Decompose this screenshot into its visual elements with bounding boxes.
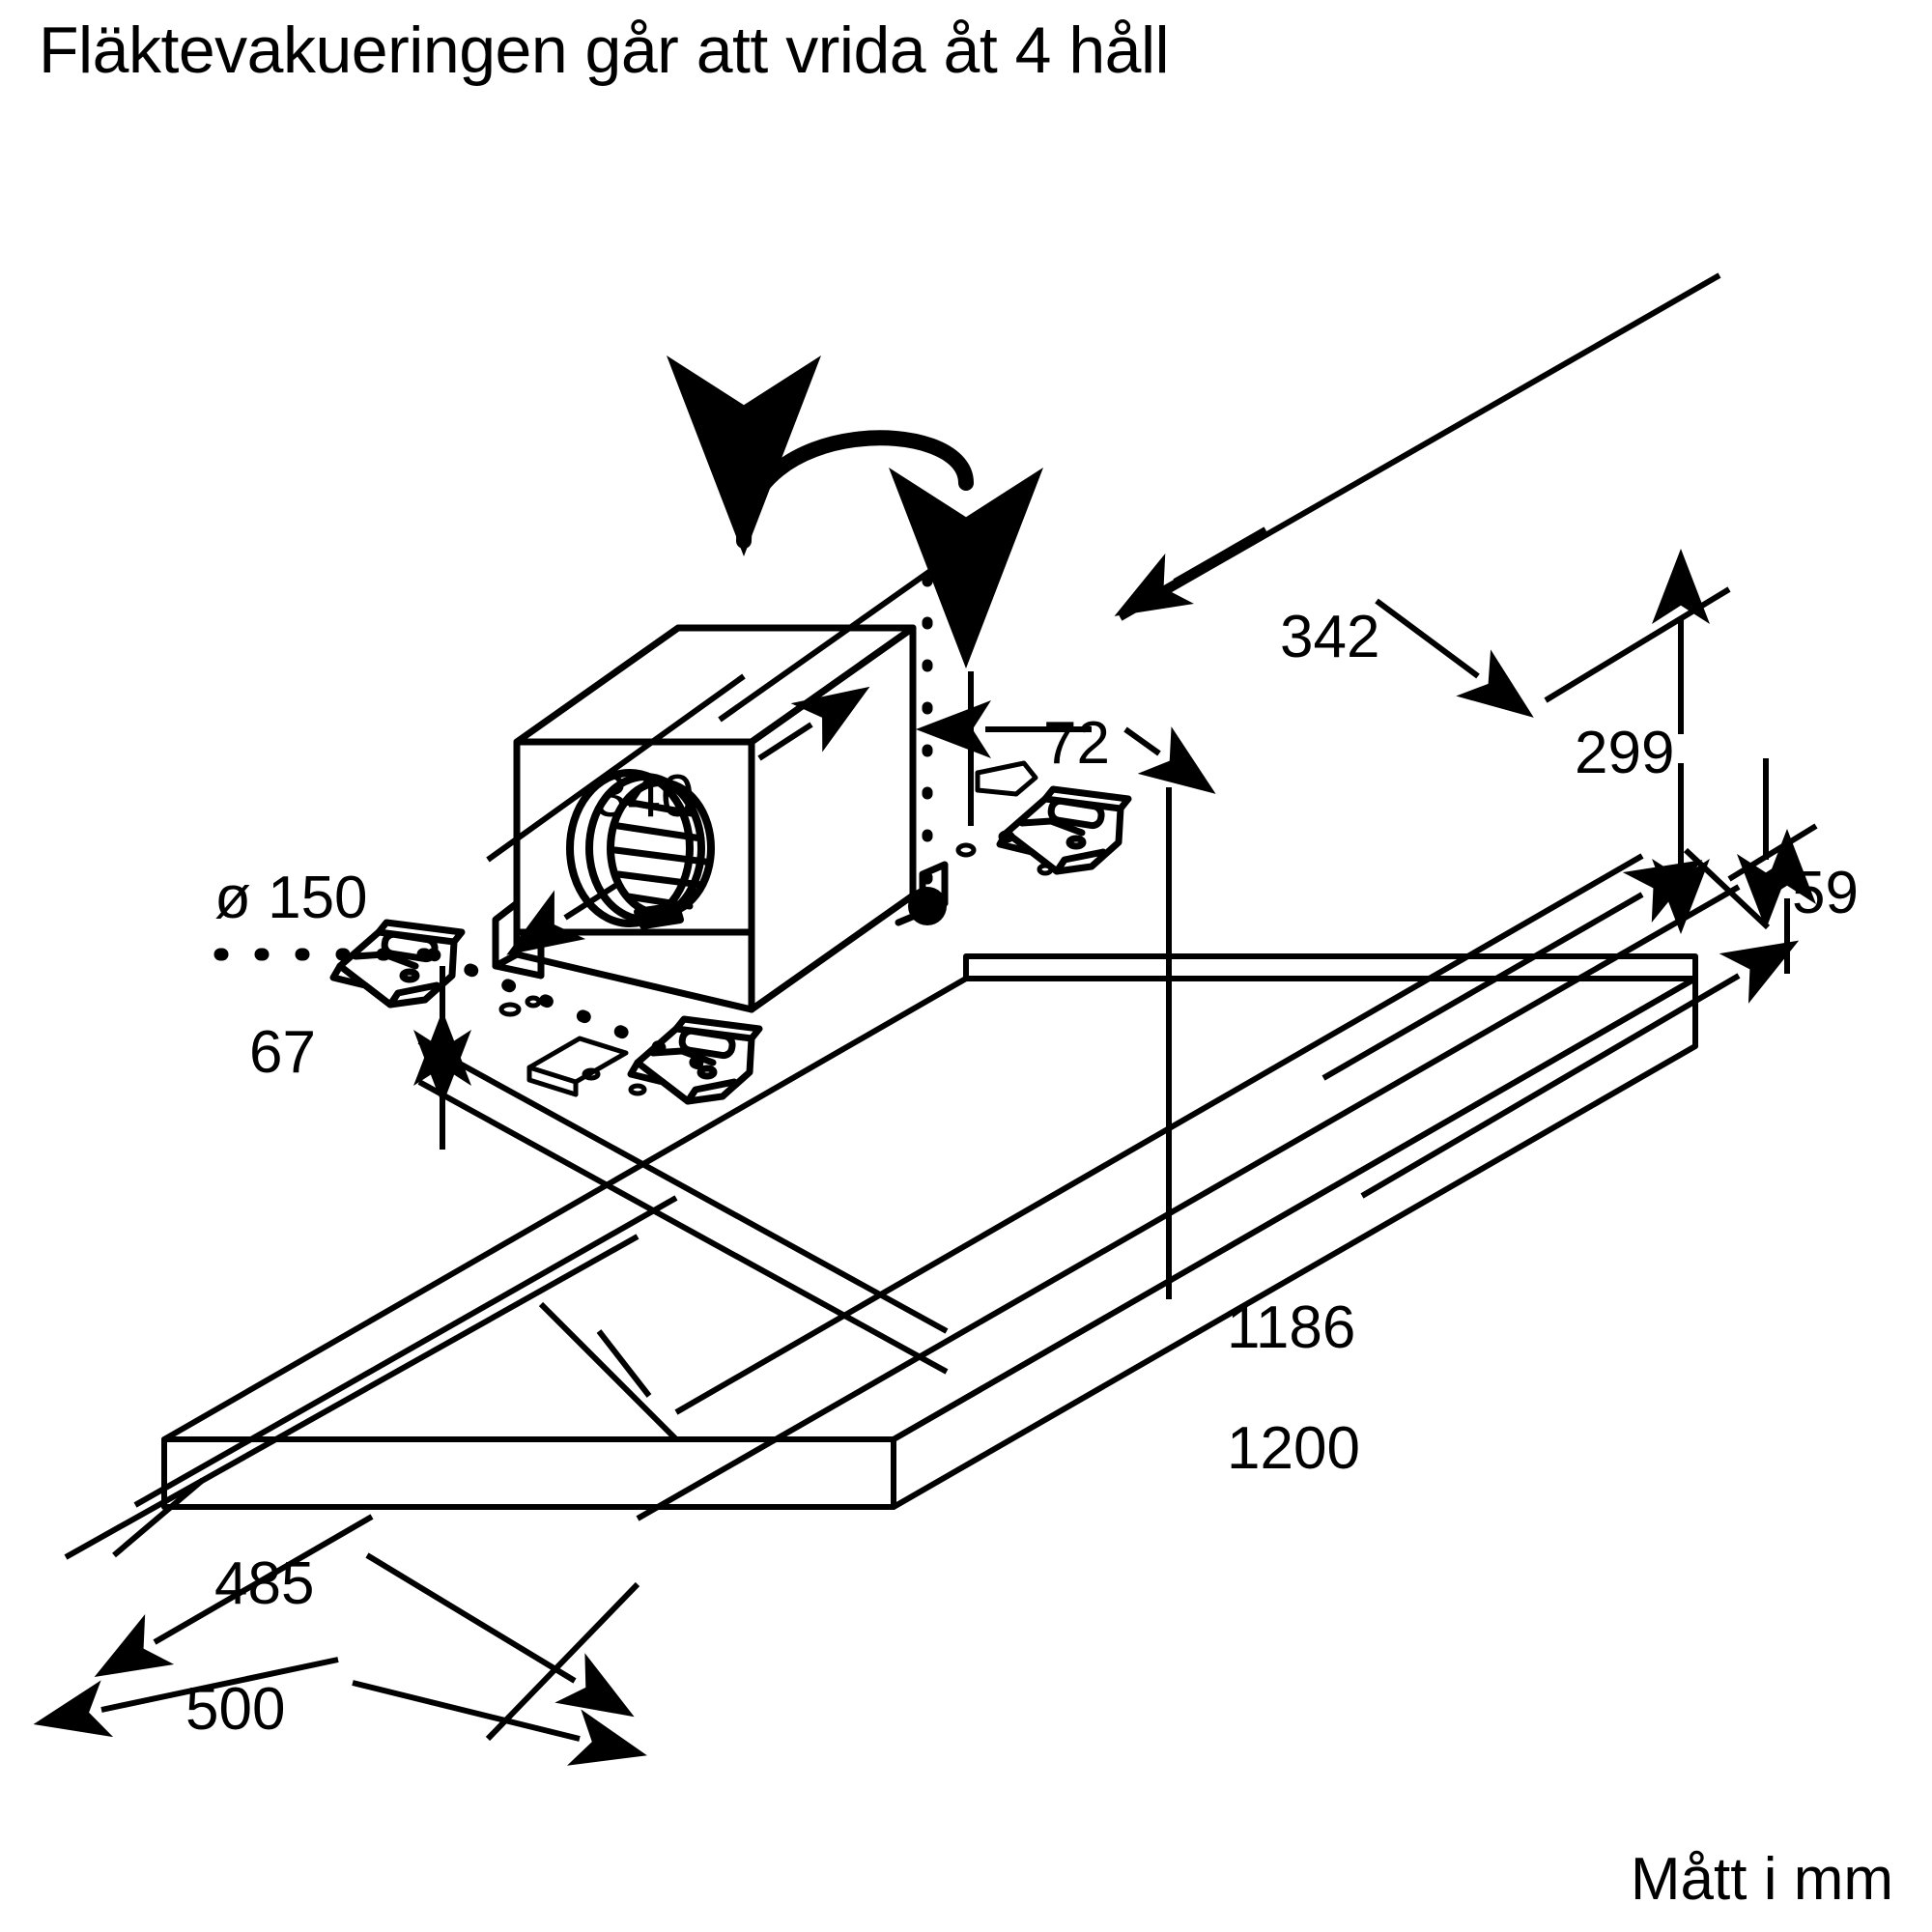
dim-59-ref-lower xyxy=(1729,952,1816,1005)
dim-label-1200: 1200 xyxy=(1227,1415,1360,1482)
duct-outlet-flange xyxy=(566,769,715,929)
dim-340-ext-lower xyxy=(486,673,746,863)
mounting-bracket-center xyxy=(627,1015,763,1105)
filter-panel-left-edge xyxy=(526,1065,579,1097)
hood-right-edge xyxy=(891,976,1698,1510)
dim-500-arrow-right xyxy=(352,1680,647,1766)
page-title: Fläktevakueringen går att vrida åt 4 hål… xyxy=(39,14,1170,87)
filter-panel-left xyxy=(526,1036,629,1085)
dim-340-arrow-upper xyxy=(757,686,870,761)
rotation-pivot-dot xyxy=(908,887,947,925)
dim-label-67: 67 xyxy=(249,1019,316,1086)
rotation-arrow-curve xyxy=(667,355,1043,668)
dim-1186-arrow-right xyxy=(1321,860,1703,1081)
dim-340-ext-upper xyxy=(718,543,968,723)
hood-body-group xyxy=(161,953,1698,1510)
mounting-hole-1 xyxy=(498,1002,522,1017)
rotation-axis-group xyxy=(908,574,947,925)
dim-500-arrow-left xyxy=(33,1657,339,1738)
dim-342-ext-left xyxy=(1145,536,1246,594)
dimension-1186 xyxy=(596,853,1703,1415)
dimension-67 xyxy=(413,966,949,1375)
dim-485-arrow-right xyxy=(365,1552,635,1718)
dim-label-299: 299 xyxy=(1575,720,1674,786)
dim-label-1186: 1186 xyxy=(1227,1294,1355,1361)
rotation-arrow xyxy=(667,355,1043,668)
dim-342-arrow-right xyxy=(1375,598,1534,718)
mounting-hole-5 xyxy=(955,842,977,858)
dimension-342 xyxy=(1114,232,1729,718)
fan-box-base-flange-left xyxy=(492,899,521,970)
dim-label-485: 485 xyxy=(214,1550,314,1617)
dimension-1200 xyxy=(538,847,1800,1521)
mounting-hole-4 xyxy=(628,1083,647,1096)
dim-342-ref-line xyxy=(1119,272,1721,621)
dim-72-arrow-right xyxy=(1123,726,1216,794)
dim-1200-ext-right xyxy=(1683,847,1771,930)
dim-500-ext-right xyxy=(485,1581,640,1742)
dim-1200-ref-line xyxy=(636,884,1741,1521)
units-note: Mått i mm xyxy=(1630,1845,1893,1913)
dim-label-500: 500 xyxy=(185,1676,285,1743)
dim-label-59: 59 xyxy=(1792,860,1859,926)
fan-box-right-face xyxy=(748,624,917,1013)
dimension-299 xyxy=(1544,549,1731,934)
mounting-bracket-right xyxy=(996,785,1132,875)
dimension-500 xyxy=(33,1234,647,1766)
dim-1200-ext-left xyxy=(538,1301,679,1442)
mounting-hole-3 xyxy=(582,1067,601,1081)
dim-label-340: 340 xyxy=(594,763,694,830)
hood-rear-step xyxy=(963,953,1698,981)
dim-1200-arrow-right xyxy=(1360,940,1800,1199)
dim-1186-ref-line xyxy=(674,853,1644,1415)
dimension-485 xyxy=(94,1195,678,1718)
mounting-hole-2 xyxy=(525,995,542,1009)
dim-485-ref-line xyxy=(133,1195,678,1508)
dim-67-ref-lower xyxy=(417,1079,949,1375)
dim-label-72: 72 xyxy=(1043,710,1110,777)
flange-tab xyxy=(634,902,684,929)
filter-panel-right xyxy=(975,760,1038,797)
dim-485-ext-left xyxy=(112,1477,205,1558)
fan-box-top-face xyxy=(513,624,917,746)
dim-485-arrow-left xyxy=(94,1514,374,1678)
dim-67-ref-upper xyxy=(417,1038,949,1334)
fan-motor-box xyxy=(492,624,949,1013)
dim-500-ref-line xyxy=(64,1234,639,1560)
dimension-340 xyxy=(486,543,968,955)
dim-label-342: 342 xyxy=(1280,604,1379,670)
dim-299-ext-top xyxy=(1544,586,1731,703)
dimension-diameter-150 xyxy=(213,948,722,1077)
dim-342-arrow-left xyxy=(1114,526,1267,616)
dim-342-line xyxy=(1159,232,1729,560)
flange-outer-ring xyxy=(566,769,694,927)
dim-label-diameter-150: ø 150 xyxy=(214,865,368,931)
dim-59-ref-upper xyxy=(1727,823,1818,882)
dim-1186-ext-left xyxy=(596,1329,652,1398)
hood-front-left-face xyxy=(161,1436,896,1510)
dim-340-arrow-lower xyxy=(506,881,620,955)
